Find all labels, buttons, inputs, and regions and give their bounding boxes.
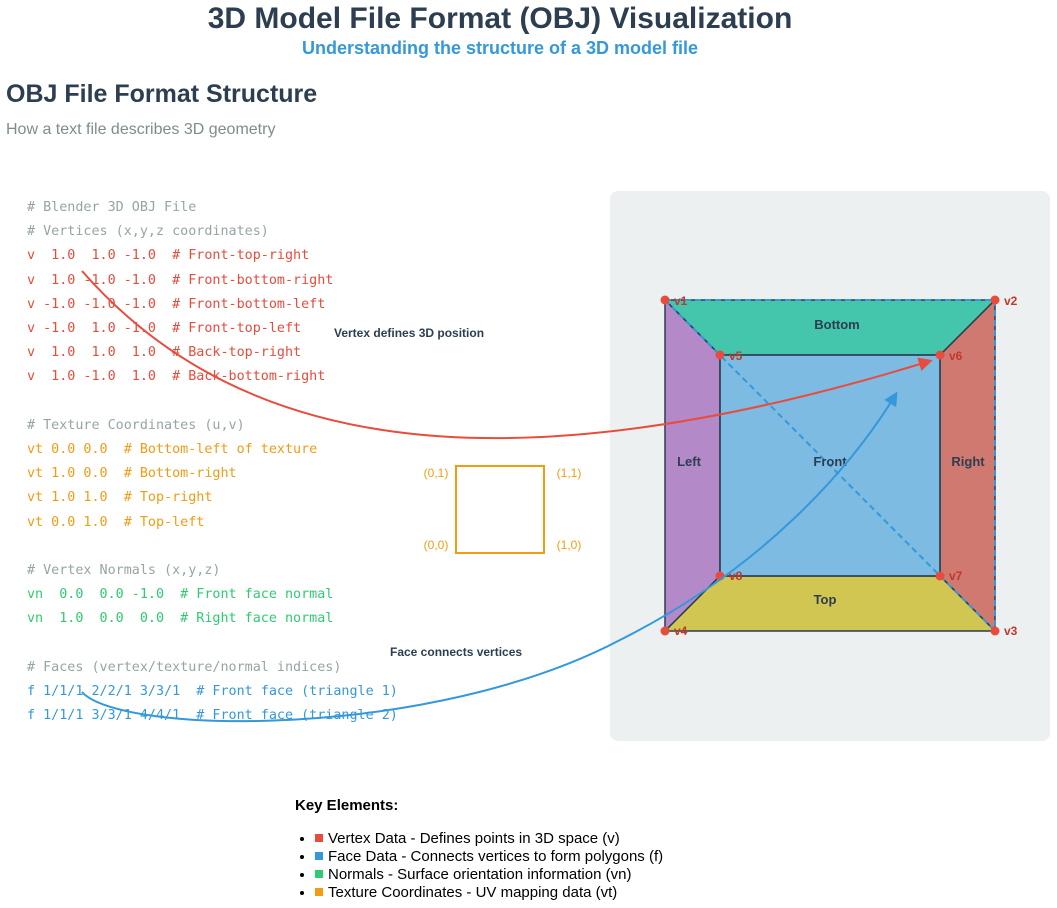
cube-diagram: Bottom Left Front Right Top v1 v2 v3 v4 … [660,294,1018,638]
vertex-label-v1: v1 [674,294,688,308]
vertex-dot [990,626,1000,636]
code-comment-header: # Blender 3D OBJ File [27,200,197,215]
key-item-face: Face Data - Connects vertices to form po… [315,848,663,866]
uv-label-top-left: (0,1) [424,466,449,480]
section-subtitle: How a text file describes 3D geometry [6,121,276,138]
green-swatch-icon [315,870,323,878]
cube-label-top: Top [814,592,837,607]
code-vertex-line: v 1.0 -1.0 -1.0 # Front-bottom-right [27,273,334,288]
code-normal-line: vn 1.0 0.0 0.0 # Right face normal [27,611,334,626]
vertex-dot [660,626,670,636]
key-list: Vertex Data - Defines points in 3D space… [295,830,663,902]
key-item-label: Face Data - Connects vertices to form po… [328,848,664,865]
vertex-annotation: Vertex defines 3D position [334,326,484,340]
red-swatch-icon [315,834,323,842]
code-vertex-line: v -1.0 1.0 -1.0 # Front-top-left [27,321,302,336]
code-texture-line: vt 0.0 0.0 # Bottom-left of texture [27,442,318,457]
orange-swatch-icon [315,888,323,896]
key-title: Key Elements: [295,797,399,814]
section-title: OBJ File Format Structure [6,80,318,108]
vertex-dot [715,350,725,360]
code-texture-line: vt 0.0 1.0 # Top-left [27,515,205,530]
vertex-label-v5: v5 [729,349,743,363]
uv-label-bottom-left: (0,0) [424,538,449,552]
code-texture-line: vt 1.0 0.0 # Bottom-right [27,466,237,481]
uv-label-bottom-right: (1,0) [557,538,582,552]
key-item-normals: Normals - Surface orientation informatio… [315,866,663,884]
key-item-vertex: Vertex Data - Defines points in 3D space… [315,830,663,848]
code-texture-line: vt 1.0 1.0 # Top-right [27,490,213,505]
page-subtitle: Understanding the structure of a 3D mode… [301,38,699,58]
cube-label-front: Front [813,454,847,469]
key-item-label: Vertex Data - Defines points in 3D space… [328,830,620,847]
vertex-label-v2: v2 [1004,294,1018,308]
code-vertex-line: v -1.0 -1.0 -1.0 # Front-bottom-left [27,297,326,312]
cube-label-left: Left [677,454,702,469]
code-normal-line: vn 0.0 0.0 -1.0 # Front face normal [27,587,334,602]
key-item-texture: Texture Coordinates - UV mapping data (v… [315,884,663,902]
vertex-label-v8: v8 [729,569,743,583]
code-comment-vertices: # Vertices (x,y,z coordinates) [27,224,269,239]
uv-texture-square: (0,1) (1,1) (0,0) (1,0) [424,465,582,554]
code-comment-faces: # Faces (vertex/texture/normal indices) [27,660,342,675]
vertex-dot [935,571,945,581]
key-item-label: Texture Coordinates - UV mapping data (v… [328,884,618,901]
vertex-label-v4: v4 [674,624,688,638]
cube-hidden-edges [664,299,996,632]
key-item-label: Normals - Surface orientation informatio… [328,866,632,883]
uv-label-top-right: (1,1) [557,466,582,480]
vertex-dot [935,350,945,360]
vertex-label-v3: v3 [1004,624,1018,638]
cube-vertex-labels: v1 v2 v3 v4 v5 v6 v7 v8 [674,294,1018,638]
code-vertex-line: v 1.0 1.0 -1.0 # Front-top-right [27,248,310,263]
vertex-dot [660,295,670,305]
vertex-label-v6: v6 [949,349,963,363]
page-title: 3D Model File Format (OBJ) Visualization [207,2,793,35]
face-connector-arrow [81,391,898,723]
vertex-dot [990,295,1000,305]
uv-square-outline [455,465,545,554]
cube-label-right: Right [951,454,985,469]
vertex-label-v7: v7 [949,569,963,583]
face-annotation: Face connects vertices [390,645,522,659]
code-face-line: f 1/1/1 2/2/1 3/3/1 # Front face (triang… [27,684,398,699]
code-comment-normals: # Vertex Normals (x,y,z) [27,563,221,578]
cube-vertices [660,295,1000,636]
cube-label-bottom: Bottom [814,317,860,332]
blue-swatch-icon [315,852,323,860]
code-comment-texture: # Texture Coordinates (u,v) [27,418,245,433]
vertex-connector-arrow [81,270,933,440]
